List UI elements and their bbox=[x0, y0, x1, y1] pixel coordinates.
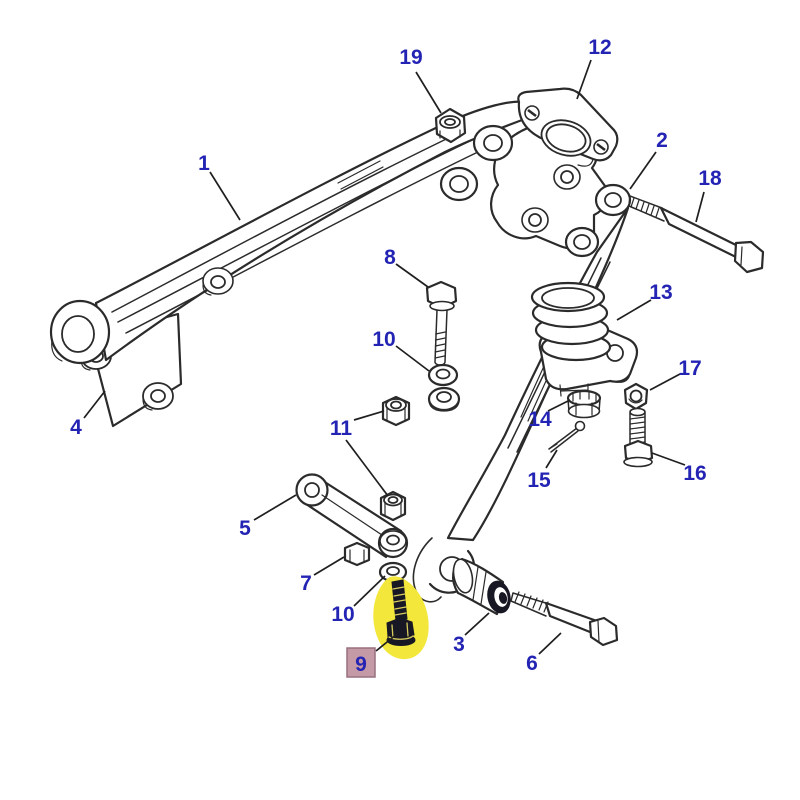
part-label-14: 14 bbox=[528, 408, 552, 431]
leader-line-4 bbox=[83, 390, 106, 419]
leader-line-17 bbox=[649, 373, 681, 391]
leader-line-12 bbox=[576, 59, 592, 100]
part-1-drop-arm bbox=[49, 100, 535, 365]
part-label-9: 9 bbox=[355, 653, 367, 676]
part-label-17: 17 bbox=[678, 357, 701, 380]
leader-line-1 bbox=[209, 171, 241, 221]
part-13-ball-joint bbox=[530, 281, 639, 397]
leader-line-18 bbox=[695, 191, 705, 223]
leader-line-11 bbox=[353, 410, 385, 421]
part-16-bolt bbox=[623, 407, 654, 468]
part-label-11: 11 bbox=[330, 417, 353, 440]
part-label-10: 10 bbox=[331, 603, 354, 626]
plate-hole-boss bbox=[379, 530, 407, 552]
part-12-pivot-housing bbox=[490, 87, 619, 250]
part-6-bolt bbox=[510, 591, 619, 647]
leader-line-3 bbox=[464, 612, 490, 636]
part-label-15: 15 bbox=[527, 469, 551, 492]
leader-line-9 bbox=[375, 633, 398, 652]
part-10-washers-upper bbox=[427, 363, 461, 412]
part-label-2: 2 bbox=[656, 129, 668, 152]
leader-line-5 bbox=[253, 494, 297, 521]
leader-line-10 bbox=[395, 345, 430, 372]
part-label-1: 1 bbox=[198, 152, 210, 175]
part-11-nut-lower bbox=[379, 490, 407, 522]
leader-line-2 bbox=[629, 151, 657, 190]
leader-line-10 bbox=[353, 575, 386, 607]
part-label-5: 5 bbox=[239, 517, 251, 540]
part-label-4: 4 bbox=[70, 416, 82, 439]
part-label-10: 10 bbox=[372, 328, 395, 351]
part-label-16: 16 bbox=[683, 462, 706, 485]
part-14-castle-nut bbox=[566, 389, 602, 419]
part-19-nut bbox=[434, 107, 467, 144]
part-label-6: 6 bbox=[526, 652, 538, 675]
leader-line-6 bbox=[538, 632, 562, 655]
part-label-12: 12 bbox=[588, 36, 611, 59]
leader-line-14 bbox=[547, 399, 571, 412]
part-7-nut bbox=[343, 541, 371, 567]
part-8-bolt bbox=[425, 280, 458, 366]
part-18-bolt bbox=[628, 195, 765, 274]
part-label-19: 19 bbox=[399, 46, 422, 69]
leader-line-7 bbox=[313, 556, 345, 576]
part-label-7: 7 bbox=[300, 572, 312, 595]
leader-line-16 bbox=[651, 452, 686, 466]
part-9-bolt-highlighted bbox=[386, 579, 416, 646]
part-17-nut bbox=[623, 382, 649, 411]
part-label-8: 8 bbox=[384, 246, 396, 269]
part-3-bushing bbox=[452, 557, 511, 616]
leader-line-11 bbox=[345, 439, 389, 497]
part-10-washer-lower bbox=[378, 561, 408, 583]
leader-line-8 bbox=[395, 263, 429, 288]
part-label-18: 18 bbox=[698, 167, 722, 190]
leader-line-19 bbox=[415, 71, 442, 114]
part-1-arm-lugs bbox=[439, 124, 514, 202]
part-15-cotter-pin bbox=[548, 420, 586, 453]
leader-line-13 bbox=[616, 299, 652, 321]
leader-line-15 bbox=[545, 449, 558, 469]
part-11-nut-upper bbox=[381, 395, 411, 427]
part-label-3: 3 bbox=[453, 633, 465, 656]
highlight-box bbox=[346, 647, 376, 678]
part-label-13: 13 bbox=[649, 281, 672, 304]
